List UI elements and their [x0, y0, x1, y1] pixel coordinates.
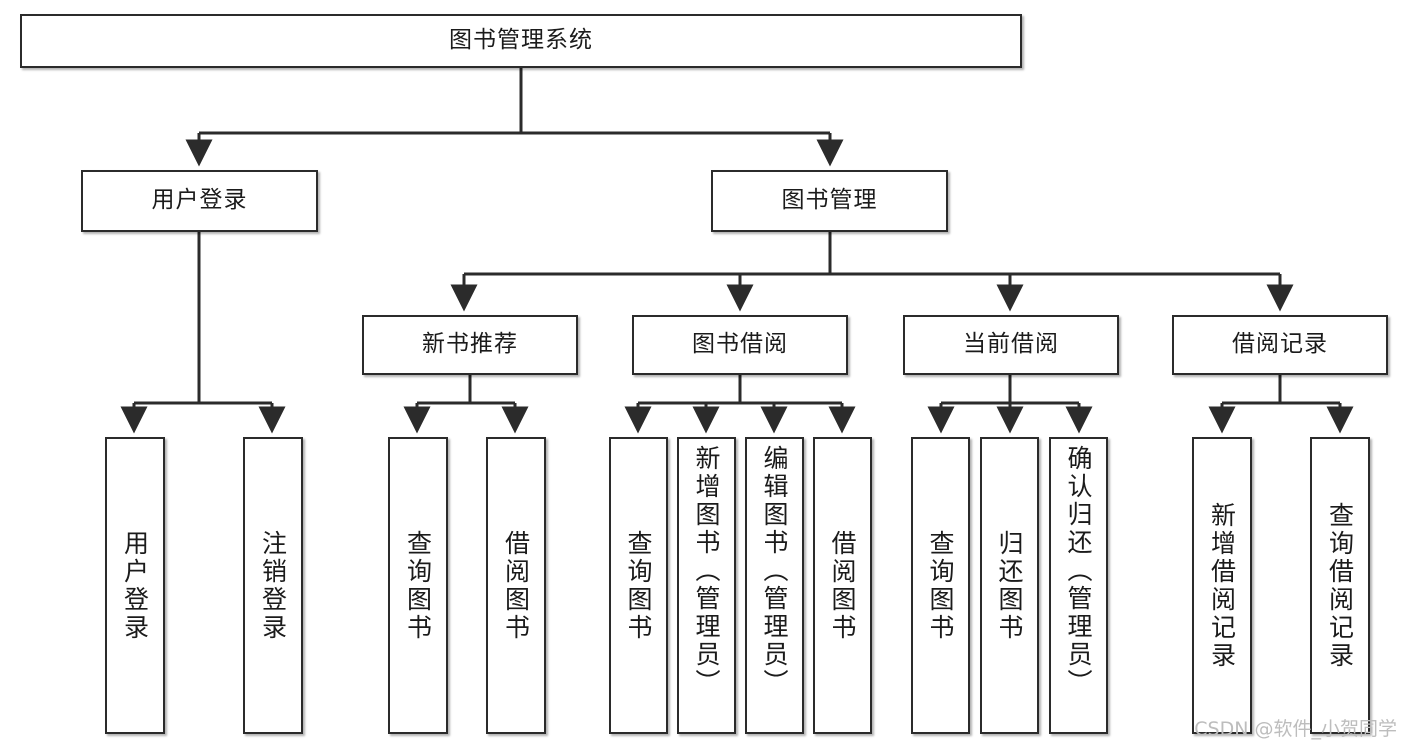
node-label: 编辑图书（管理员） [760, 445, 789, 697]
watermark-text: CSDN @软件_小贺同学 [1194, 718, 1397, 740]
leaf-user-login[interactable]: 用户登录 [105, 437, 165, 734]
node-label: 注销登录 [258, 529, 288, 642]
leaf-edit-book-admin[interactable]: 编辑图书（管理员） [745, 437, 804, 734]
node-label: 用户登录 [120, 529, 150, 642]
node-root-book-management-system[interactable]: 图书管理系统 [20, 14, 1022, 68]
node-label: 新书推荐 [422, 331, 518, 358]
leaf-logout-login[interactable]: 注销登录 [243, 437, 303, 734]
node-borrow-record[interactable]: 借阅记录 [1172, 315, 1388, 375]
node-book-manage[interactable]: 图书管理 [711, 170, 948, 232]
node-label: 借阅图书 [501, 529, 531, 642]
node-user-login[interactable]: 用户登录 [81, 170, 318, 232]
node-current-borrow[interactable]: 当前借阅 [903, 315, 1119, 375]
leaf-query-book-borrow[interactable]: 查询图书 [609, 437, 668, 734]
node-label: 图书借阅 [692, 331, 788, 358]
leaf-borrow-book-borrow[interactable]: 借阅图书 [813, 437, 872, 734]
node-label: 归还图书 [995, 529, 1024, 642]
leaf-query-borrow-record[interactable]: 查询借阅记录 [1310, 437, 1370, 734]
leaf-query-book-current[interactable]: 查询图书 [911, 437, 970, 734]
leaf-confirm-return-admin[interactable]: 确认归还（管理员） [1049, 437, 1108, 734]
node-label: 查询图书 [624, 529, 653, 642]
node-label: 查询图书 [926, 529, 955, 642]
leaf-add-borrow-record[interactable]: 新增借阅记录 [1192, 437, 1252, 734]
node-new-book-recommend[interactable]: 新书推荐 [362, 315, 578, 375]
node-label: 查询图书 [403, 529, 433, 642]
leaf-return-book[interactable]: 归还图书 [980, 437, 1039, 734]
leaf-add-book-admin[interactable]: 新增图书（管理员） [677, 437, 736, 734]
leaf-query-book-new-rec[interactable]: 查询图书 [388, 437, 448, 734]
leaf-borrow-book-new-rec[interactable]: 借阅图书 [486, 437, 546, 734]
node-label: 图书管理 [781, 187, 878, 214]
node-label: 新增图书（管理员） [692, 445, 721, 697]
node-label: 确认归还（管理员） [1064, 445, 1093, 697]
node-label: 借阅记录 [1232, 331, 1328, 358]
node-label: 借阅图书 [828, 529, 857, 642]
node-label: 当前借阅 [963, 331, 1059, 358]
node-label: 查询借阅记录 [1325, 501, 1355, 670]
node-label: 图书管理系统 [449, 27, 593, 54]
node-book-borrow[interactable]: 图书借阅 [632, 315, 848, 375]
node-label: 用户登录 [151, 187, 248, 214]
node-label: 新增借阅记录 [1207, 501, 1237, 670]
